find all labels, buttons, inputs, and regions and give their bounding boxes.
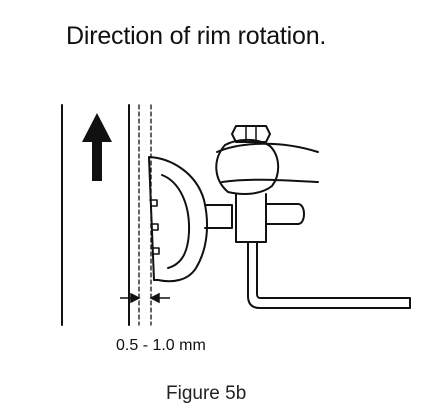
up-arrow-icon	[82, 113, 112, 181]
brake-arm	[216, 142, 319, 183]
figure-caption: Figure 5b	[166, 383, 247, 404]
adjuster-shaft	[265, 203, 305, 225]
fixing-nut	[231, 125, 271, 143]
brake-pad-shoe	[148, 156, 209, 283]
brake-pad-curve	[161, 174, 191, 269]
diagram-title: Direction of rim rotation.	[66, 22, 327, 50]
dimension-arrows	[120, 292, 170, 304]
gap-dimension-label: 0.5 - 1.0 mm	[116, 337, 206, 354]
allen-key	[247, 241, 411, 309]
adjuster-body	[235, 193, 267, 243]
brake-pad-inner	[148, 157, 155, 281]
pad-stud	[204, 204, 233, 229]
pad-grooves	[149, 199, 160, 255]
